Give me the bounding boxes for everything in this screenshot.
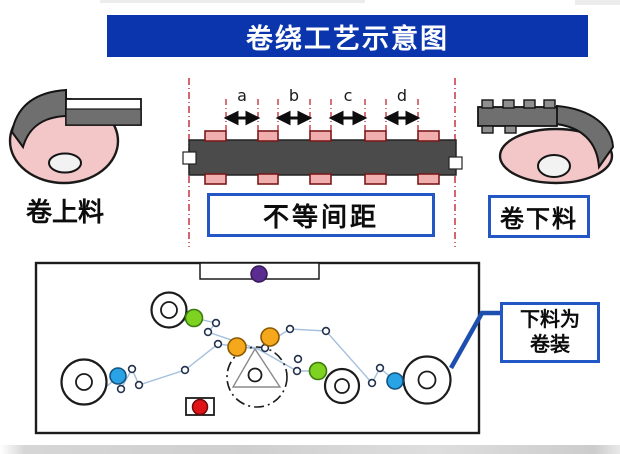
rollers	[60, 291, 452, 406]
tape-strip-in	[477, 106, 558, 127]
gap-label-c: c	[344, 86, 353, 105]
thread-guides	[116, 318, 385, 394]
reel-core-hole	[537, 154, 571, 178]
title-banner: 卷绕工艺示意图	[107, 15, 588, 57]
purple-dot	[250, 265, 268, 283]
red-dot	[191, 398, 209, 416]
page-title: 卷绕工艺示意图	[246, 23, 449, 54]
gap-arrows	[223, 110, 421, 126]
strip-diagram: a b c d	[182, 78, 463, 247]
green-dot-1	[184, 308, 204, 328]
stamped-tabs	[204, 130, 440, 185]
rotor-dashed-circle	[226, 346, 288, 408]
bottom-edge-artifact	[0, 445, 620, 454]
spacing-label-box: 不等间距	[207, 193, 435, 237]
strip-notch-right	[448, 156, 463, 170]
reel-core-hole	[48, 152, 82, 174]
right-reel-label: 卷下料	[500, 206, 578, 233]
machine-frame	[34, 261, 481, 435]
callout-line2: 卷装	[530, 333, 570, 356]
spacing-label: 不等间距	[262, 201, 379, 232]
right-reel-label-box: 卷下料	[488, 195, 590, 238]
machine-schematic	[34, 261, 500, 435]
gap-label-b: b	[289, 86, 299, 105]
callout-line1: 下料为	[520, 308, 580, 331]
callout-box: 下料为 卷装	[500, 302, 600, 363]
left-reel-label: 卷上料	[26, 197, 105, 227]
gap-label-d: d	[397, 86, 407, 105]
orange-dot-1	[227, 337, 247, 357]
left-reel-icon	[8, 88, 142, 185]
callout-pointer-line	[449, 310, 500, 370]
rotor-center	[247, 367, 263, 383]
scan-artifact-top	[100, 0, 365, 3]
gap-label-a: a	[237, 86, 247, 105]
orange-dot-2	[260, 327, 280, 347]
strip-notch-left	[182, 151, 197, 165]
rotor-unit	[226, 346, 288, 408]
right-reel-icon	[477, 99, 615, 185]
blue-dot-2	[386, 372, 404, 390]
green-dot-2	[308, 361, 328, 381]
wound-tape-band	[554, 104, 615, 170]
strip-body	[188, 139, 457, 176]
scan-artifact-top-right	[575, 0, 620, 5]
blue-dot-1	[109, 367, 127, 385]
rotor-triangle	[231, 347, 282, 388]
